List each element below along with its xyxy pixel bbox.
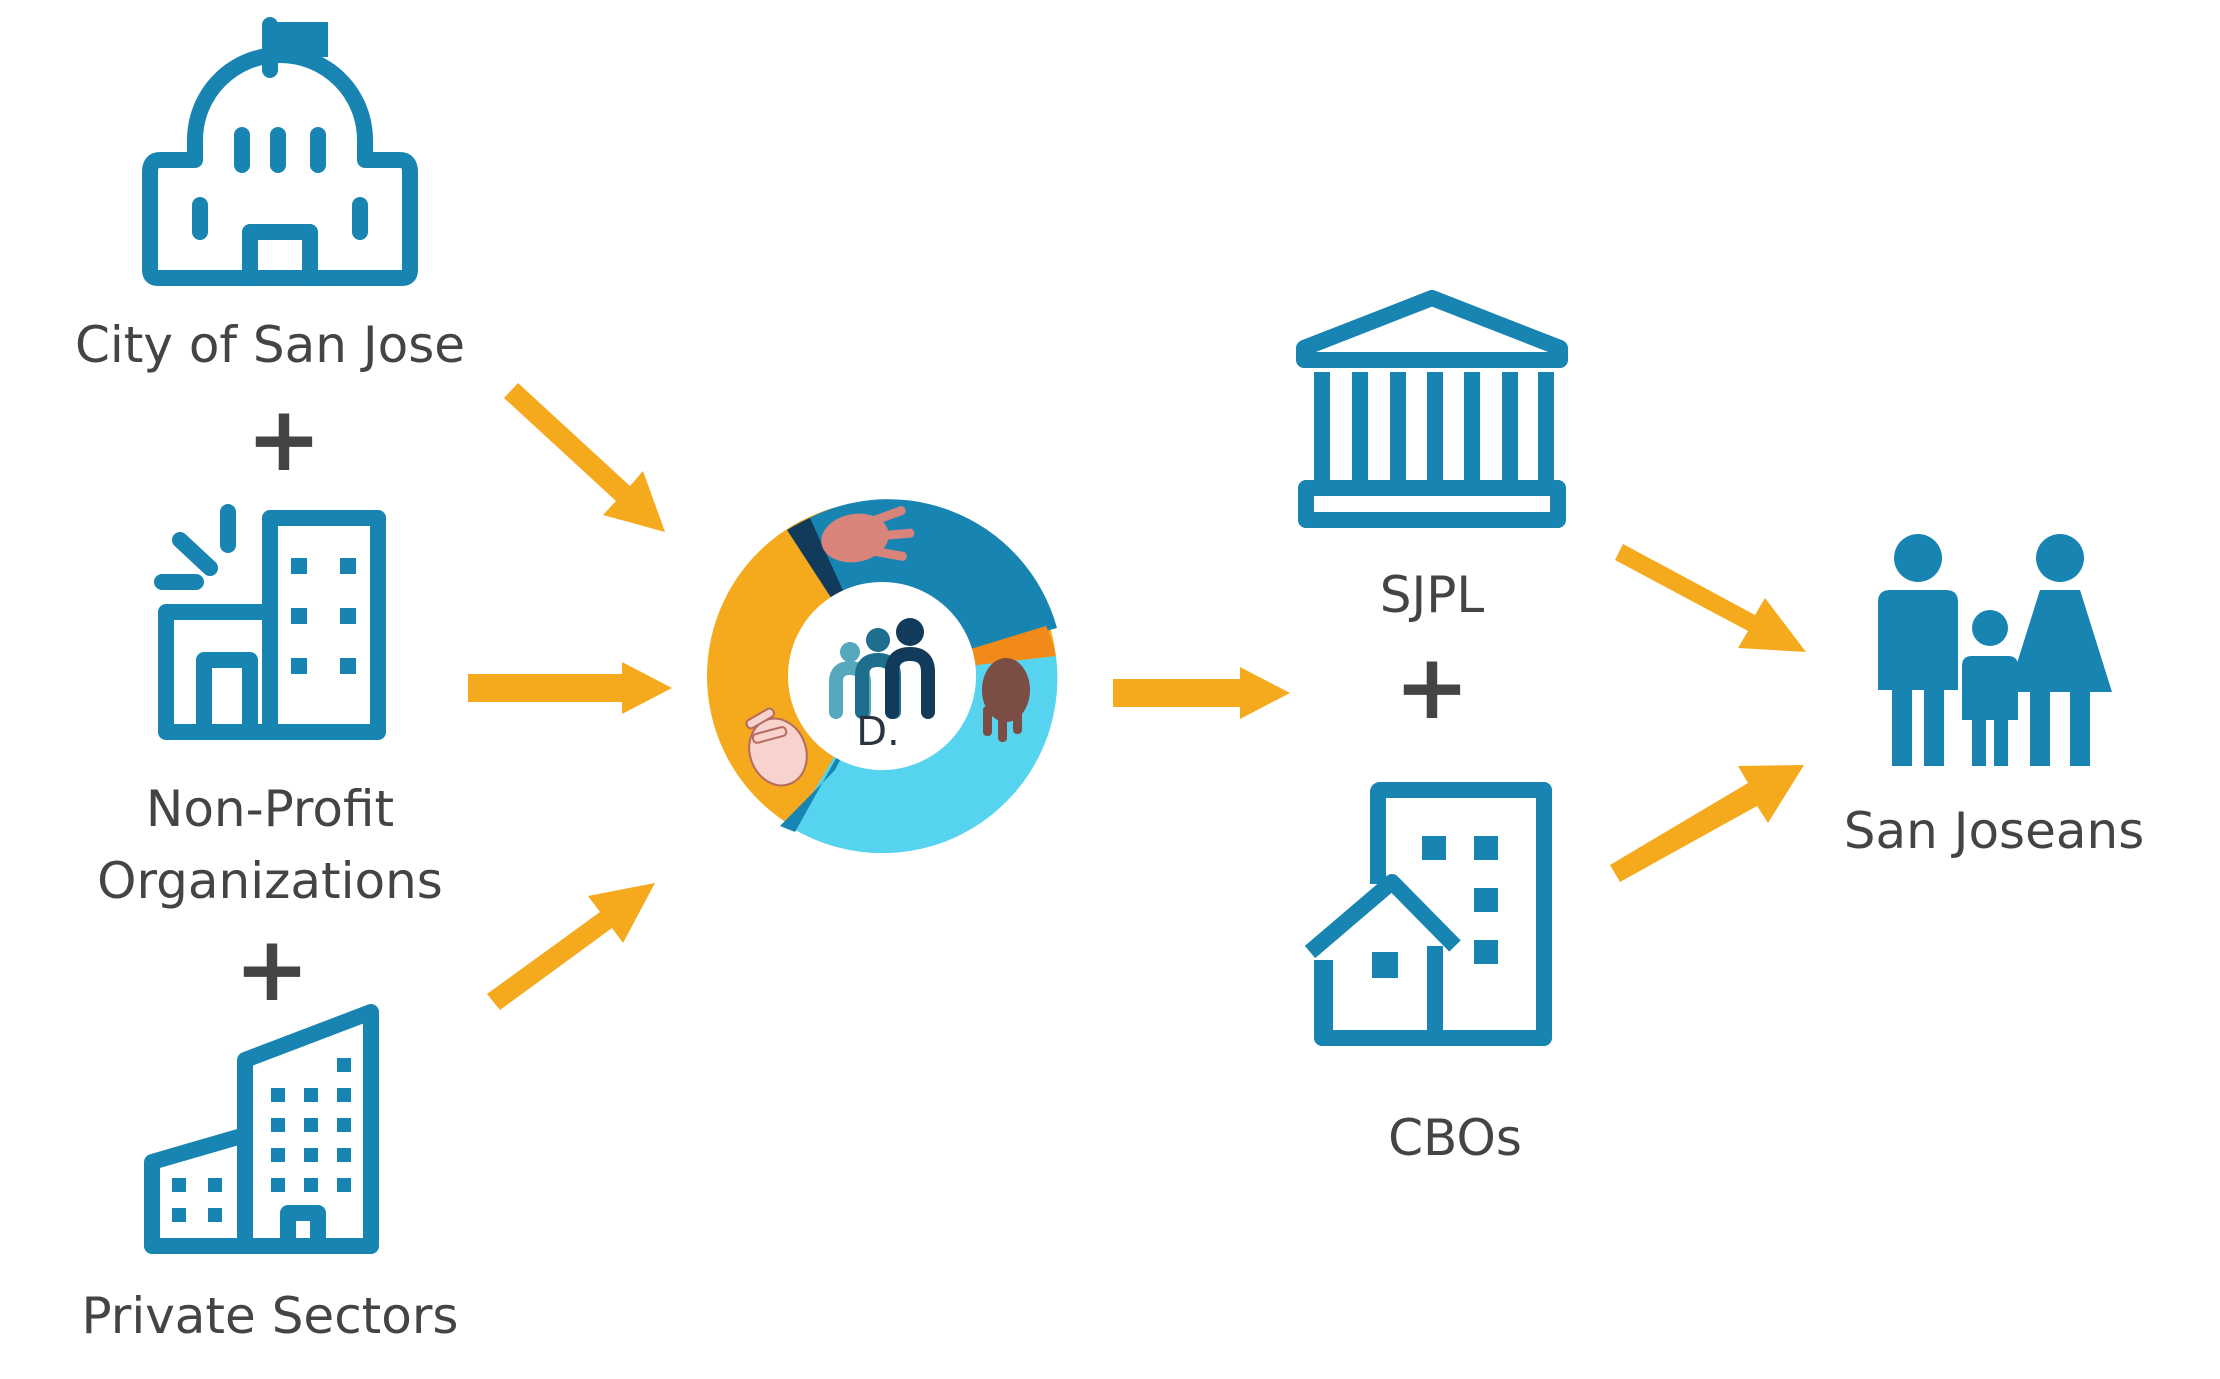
community-people-icon [829,618,935,719]
label-city-of-san-jose: City of San Jose [75,316,465,374]
city-hall-icon [142,17,418,286]
label-sjpl: SJPL [1380,566,1485,624]
arrow-hub-to-channels [1113,667,1290,719]
hub-logo: D. [707,499,1058,854]
label-non-profit-line1: Non-Profit [146,780,394,838]
label-non-profit-line2: Organizations [97,852,443,910]
hub-partial-text: D. [856,709,900,755]
hand-icon [745,707,808,787]
office-buildings-icon [144,1004,379,1254]
hand-icon [821,506,915,563]
arrow-cbos-to-san-joseans [1610,765,1804,882]
hand-icon [982,658,1030,742]
label-cbos: CBOs [1388,1109,1522,1167]
library-icon [1296,290,1568,528]
nonprofit-building-icon [154,504,386,740]
label-san-joseans: San Joseans [1844,802,2145,860]
label-private-sectors: Private Sectors [81,1287,458,1345]
arrow-nonprofit-to-hub [468,662,672,714]
plus-icon: + [234,917,309,1022]
arrow-city-to-hub [504,383,665,532]
arrow-sjpl-to-san-joseans [1615,544,1806,652]
plus-icon: + [1394,635,1469,740]
community-house-icon [1304,782,1552,1046]
plus-icon: + [246,387,321,492]
family-icon [1878,534,2112,766]
arrow-private-to-hub [487,883,655,1010]
